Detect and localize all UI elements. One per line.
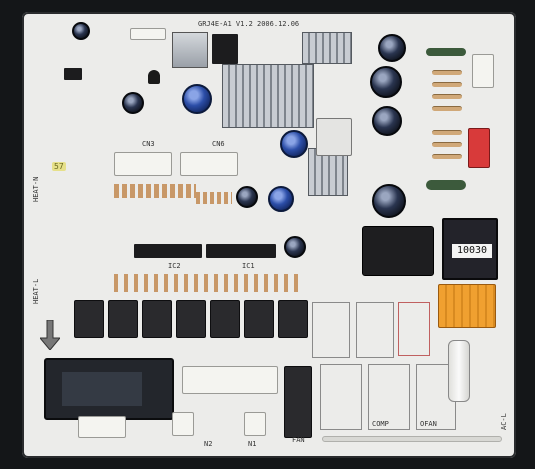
label-heat-n: HEAT-N: [32, 176, 40, 202]
relay-fan: [284, 366, 312, 438]
diode-1: [432, 70, 462, 75]
empty-footprint-3: [398, 302, 430, 356]
electrolytic-capacitor-c5: [280, 130, 308, 158]
bridge-rectifier: [212, 34, 238, 64]
diode-2: [432, 82, 462, 87]
arrow-down-icon: [38, 319, 62, 351]
model-sticker: 10030: [452, 244, 492, 258]
electrolytic-capacitor-c3: [370, 66, 402, 98]
marker-sticker: 57: [52, 162, 66, 171]
relay-6: [244, 300, 274, 338]
label-ic2: IC2: [168, 262, 181, 270]
relay-4: [176, 300, 206, 338]
terminal-block-inner: [62, 372, 142, 406]
relay-5: [210, 300, 240, 338]
diode-7: [432, 154, 462, 159]
connector-cn2-bottom: [78, 416, 126, 438]
board-revision-label: GRJ4E-A1 V1.2 2006.12.06: [198, 20, 300, 28]
red-connector: [468, 128, 490, 168]
relay-7: [278, 300, 308, 338]
connector-cn3: [114, 152, 172, 176]
electrolytic-capacitor-c6: [268, 186, 294, 212]
relay-1: [74, 300, 104, 338]
diode-6: [432, 142, 462, 147]
electrolytic-capacitor-c7: [236, 186, 258, 208]
small-chip-left: [64, 68, 82, 80]
green-capacitor-bottom: [426, 180, 466, 190]
green-capacitor-top: [426, 48, 466, 56]
label-heat-l: HEAT-L: [32, 278, 40, 304]
transistor-top: [148, 70, 160, 84]
electrolytic-capacitor-c003: [122, 92, 144, 114]
orange-connector: [438, 284, 496, 328]
power-transistor-block: [362, 226, 434, 276]
label-ic1: IC1: [242, 262, 255, 270]
diode-3: [432, 94, 462, 99]
connector-right-upper: [472, 54, 494, 88]
diode-4: [432, 106, 462, 111]
electrolytic-capacitor-c4: [372, 106, 402, 136]
empty-footprint-5: [368, 364, 410, 430]
relay-2: [108, 300, 138, 338]
electrolytic-capacitor-c9: [284, 236, 306, 258]
integrated-circuit-ic1: [206, 244, 276, 258]
label-cn6: CN6: [212, 140, 225, 148]
circuit-board: GRJ4E-A1 V1.2 2006.12.06 57 10030: [22, 12, 516, 458]
fuse: [448, 340, 470, 402]
resistor-bank-left: [114, 184, 196, 198]
electrolytic-capacitor-c1: [182, 84, 212, 114]
spade-terminal-2: [244, 412, 266, 436]
resistor-bank-mid: [196, 192, 232, 204]
resistor-row-bottom: [114, 274, 304, 292]
empty-footprint-4: [320, 364, 362, 430]
empty-footprint-2: [356, 302, 394, 358]
small-capacitor-top-left: [72, 22, 90, 40]
label-cn3: CN3: [142, 140, 155, 148]
electrolytic-capacitor-c8: [372, 184, 406, 218]
board-slot: [322, 436, 502, 442]
connector-cn1-bottom: [182, 366, 278, 394]
fan-label: FAN: [292, 436, 305, 444]
label-n1: N1: [248, 440, 257, 448]
integrated-circuit-ic2: [134, 244, 202, 258]
transformer-block: [316, 118, 352, 156]
spade-terminal-1: [172, 412, 194, 436]
diode-5: [432, 130, 462, 135]
upper-heatsink: [302, 32, 352, 64]
relay-3: [142, 300, 172, 338]
empty-footprint-1: [312, 302, 350, 358]
label-ofan: OFAN: [420, 420, 437, 428]
small-connector-top-left: [130, 28, 166, 40]
electrolytic-capacitor-c2: [378, 34, 406, 62]
label-ac-l: AC-L: [500, 413, 508, 430]
connector-cn6: [180, 152, 238, 176]
label-n2: N2: [204, 440, 213, 448]
label-comp: COMP: [372, 420, 389, 428]
regulator-heatsink-small: [172, 32, 208, 68]
main-heatsink: [222, 64, 314, 128]
